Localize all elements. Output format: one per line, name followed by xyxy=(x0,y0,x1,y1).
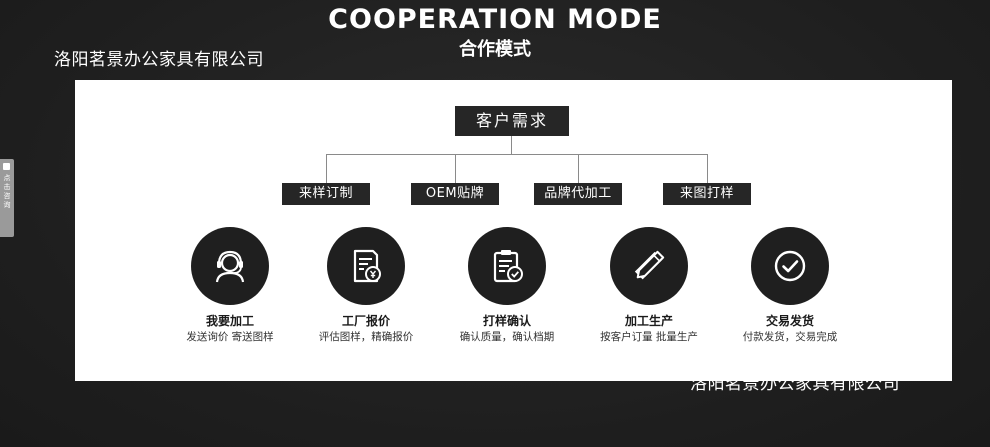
check-circle-icon xyxy=(774,250,806,282)
tree-connector-branch xyxy=(578,154,579,183)
step-icon-circle xyxy=(751,227,829,305)
step-description: 按客户订量 批量生产 xyxy=(600,331,698,343)
tree-connector-bar xyxy=(326,154,708,155)
company-watermark-top: 洛阳茗景办公家具有限公司 xyxy=(54,50,264,70)
step-sample-confirm: 打样确认 确认质量，确认档期 xyxy=(437,227,577,347)
clipboard-check-icon xyxy=(493,250,523,283)
method-box-sample: 来样订制 xyxy=(282,183,370,205)
tree-connector-branch xyxy=(455,154,456,183)
step-icon-circle xyxy=(191,227,269,305)
step-icon-circle xyxy=(468,227,546,305)
step-title: 我要加工 xyxy=(205,314,254,328)
side-tab-icon xyxy=(3,163,10,170)
step-title: 交易发货 xyxy=(765,314,814,328)
tree-connector-branch xyxy=(326,154,327,183)
step-description: 确认质量，确认档期 xyxy=(459,331,555,343)
price-document-icon xyxy=(353,249,381,283)
step-processing-request: 我要加工 发送询价 寄送图样 xyxy=(160,227,300,347)
tree-connector-stem xyxy=(511,136,512,154)
tree-connector-branch xyxy=(707,154,708,183)
step-title: 加工生产 xyxy=(624,314,673,328)
pencil-ruler-icon xyxy=(634,250,665,280)
step-description: 评估图样，精确报价 xyxy=(318,331,414,343)
step-icon-circle xyxy=(327,227,405,305)
method-box-oem: OEM贴牌 xyxy=(411,183,499,205)
company-watermark-bottom: 洛阳茗景办公家具有限公司 xyxy=(690,374,900,394)
section-title-en: COOPERATION MODE xyxy=(328,4,662,35)
step-title: 工厂报价 xyxy=(341,314,390,328)
step-description: 付款发货，交易完成 xyxy=(742,331,838,343)
section-title-zh: 合作模式 xyxy=(459,39,531,60)
step-production: 加工生产 按客户订量 批量生产 xyxy=(579,227,719,347)
method-box-brand: 品牌代加工 xyxy=(534,183,622,205)
side-consult-tab[interactable]: 点击咨询 xyxy=(0,159,14,237)
headset-agent-icon xyxy=(215,250,245,283)
method-box-drawing: 来图打样 xyxy=(663,183,751,205)
step-delivery: 交易发货 付款发货，交易完成 xyxy=(720,227,860,347)
step-title: 打样确认 xyxy=(482,314,531,328)
cooperation-panel: 客户需求 来样订制 OEM贴牌 品牌代加工 来图打样 我要加工 xyxy=(75,80,952,381)
customer-demand-box: 客户需求 xyxy=(455,106,569,136)
side-tab-label: 点击咨询 xyxy=(3,174,11,209)
step-description: 发送询价 寄送图样 xyxy=(186,331,274,343)
step-icon-circle xyxy=(610,227,688,305)
step-factory-quote: 工厂报价 评估图样，精确报价 xyxy=(296,227,436,347)
